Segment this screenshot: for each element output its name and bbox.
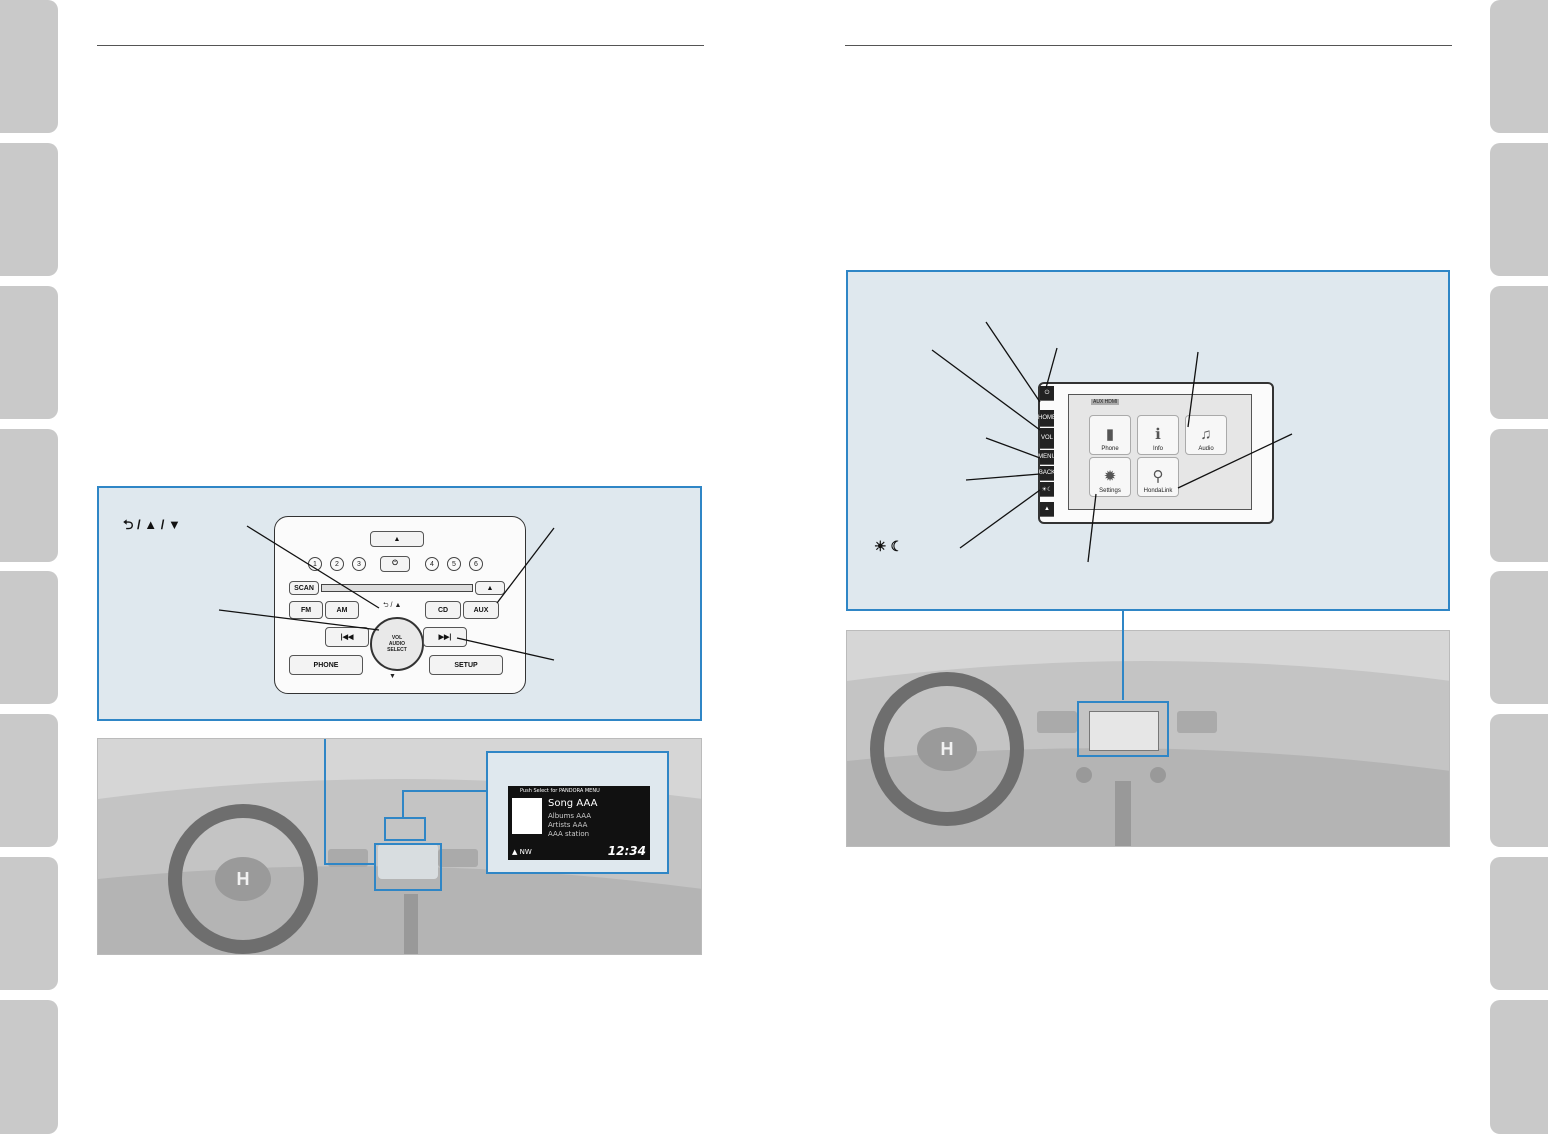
screen-connector bbox=[1122, 611, 1124, 700]
audio-display-screen: Push Select for PANDORA MENU Song AAA Al… bbox=[508, 786, 650, 860]
svg-text:H: H bbox=[941, 739, 954, 759]
screen-highlight bbox=[1077, 701, 1169, 757]
audio-control-panel: ▲ 1 2 3 ⏻ 4 5 6 SCAN ▲ FM AM ⮌ / ▲ CD AU… bbox=[274, 516, 526, 694]
artist-name: Artists AAA bbox=[548, 821, 588, 829]
svg-text:H: H bbox=[237, 869, 250, 889]
audio-panel-callout: ⮌ / ▲ / ▼ ▲ 1 2 3 ⏻ 4 5 6 SCAN ▲ FM AM ⮌… bbox=[97, 486, 702, 721]
section-tab[interactable] bbox=[0, 571, 58, 704]
menu-side-button[interactable]: MENU bbox=[1038, 450, 1056, 465]
home-side-button[interactable]: HOME bbox=[1038, 410, 1056, 427]
section-tab[interactable] bbox=[1490, 857, 1548, 990]
down-button[interactable]: ▼ bbox=[389, 673, 396, 680]
power-side-button[interactable]: ⏻ bbox=[1040, 386, 1054, 401]
section-tab[interactable] bbox=[1490, 143, 1548, 276]
center-panel-highlight bbox=[374, 843, 442, 891]
am-button[interactable]: AM bbox=[325, 601, 359, 619]
section-tab[interactable] bbox=[0, 0, 58, 133]
display-header: Push Select for PANDORA MENU bbox=[520, 788, 600, 794]
clock-readout: 12:34 bbox=[607, 844, 646, 858]
section-tab[interactable] bbox=[0, 429, 58, 562]
power-button[interactable]: ⏻ bbox=[380, 556, 410, 572]
preset-4-button[interactable]: 4 bbox=[425, 557, 439, 571]
scan-button[interactable]: SCAN bbox=[289, 581, 319, 595]
section-tab[interactable] bbox=[0, 143, 58, 276]
dashboard-illustration: H bbox=[847, 631, 1449, 846]
section-tab[interactable] bbox=[0, 286, 58, 419]
music-icon: ♫ bbox=[1200, 426, 1212, 443]
dashboard-photo-right: H bbox=[846, 630, 1450, 847]
fm-button[interactable]: FM bbox=[289, 601, 323, 619]
section-tab[interactable] bbox=[0, 714, 58, 847]
eject-button[interactable]: ▲ bbox=[370, 531, 424, 547]
eject-side-button[interactable]: ▲ bbox=[1040, 502, 1054, 517]
preset-6-button[interactable]: 6 bbox=[469, 557, 483, 571]
skip-back-button[interactable]: |◀◀ bbox=[325, 627, 369, 647]
left-header-rule bbox=[97, 45, 704, 46]
aux-button[interactable]: AUX bbox=[463, 601, 499, 619]
gear-icon: ✹ bbox=[1103, 468, 1117, 485]
touchscreen-unit: ⏻ HOME VOL MENU BACK ☀☾ ▲ AUX HDMI ▮ Phon… bbox=[1038, 382, 1274, 524]
tile-label: Audio bbox=[1198, 446, 1214, 452]
cd-button[interactable]: CD bbox=[425, 601, 461, 619]
display-highlight bbox=[384, 817, 426, 841]
back-arrows-label: ⮌ / ▲ / ▼ bbox=[123, 517, 181, 532]
song-title: Song AAA bbox=[548, 798, 598, 809]
section-tab[interactable] bbox=[1490, 571, 1548, 704]
disc-eject-button[interactable]: ▲ bbox=[475, 581, 505, 595]
photo-connector bbox=[324, 739, 486, 865]
day-night-label: ☀ ☾ bbox=[874, 538, 903, 554]
section-tab[interactable] bbox=[0, 1000, 58, 1134]
back-up-button-label[interactable]: ⮌ / ▲ bbox=[383, 602, 402, 609]
phone-tile[interactable]: ▮ Phone bbox=[1089, 415, 1131, 455]
phone-button[interactable]: PHONE bbox=[289, 655, 363, 675]
volume-side-button[interactable]: VOL bbox=[1040, 428, 1054, 449]
audio-leader-lines bbox=[218, 525, 555, 661]
dashboard-photo-left: H Push Select for PANDORA MENU Song AAA … bbox=[97, 738, 702, 955]
screen-miniature bbox=[1089, 711, 1159, 751]
station-name: AAA station bbox=[548, 830, 590, 838]
section-tab[interactable] bbox=[1490, 0, 1548, 133]
album-name: Albums AAA bbox=[548, 812, 592, 820]
right-header-rule bbox=[845, 45, 1452, 46]
hondalink-tile[interactable]: ⚲ HondaLink bbox=[1137, 457, 1179, 497]
touchscreen-callout: ☀ ☾ ⏻ HOME VOL MENU BACK ☀☾ ▲ AUX HDMI ▮… bbox=[846, 270, 1450, 611]
preset-2-button[interactable]: 2 bbox=[330, 557, 344, 571]
tile-label: Info bbox=[1152, 446, 1163, 452]
section-tab[interactable] bbox=[1490, 286, 1548, 419]
info-icon: ℹ bbox=[1155, 426, 1161, 443]
audio-tile[interactable]: ♫ Audio bbox=[1185, 415, 1227, 455]
setup-button[interactable]: SETUP bbox=[429, 655, 503, 675]
section-tab[interactable] bbox=[1490, 1000, 1548, 1134]
back-side-button[interactable]: BACK bbox=[1039, 466, 1055, 481]
tile-label: Settings bbox=[1099, 488, 1121, 494]
preset-3-button[interactable]: 3 bbox=[352, 557, 366, 571]
section-tab[interactable] bbox=[0, 857, 58, 990]
tile-label: HondaLink bbox=[1143, 488, 1173, 494]
settings-tile[interactable]: ✹ Settings bbox=[1089, 457, 1131, 497]
disc-slot bbox=[321, 584, 473, 592]
knob-label: VOL AUDIO SELECT bbox=[387, 635, 407, 653]
tile-label: Phone bbox=[1101, 446, 1119, 452]
compass-readout: ▲ NW bbox=[512, 848, 532, 856]
section-tab[interactable] bbox=[1490, 429, 1548, 562]
link-icon: ⚲ bbox=[1152, 468, 1164, 485]
preset-5-button[interactable]: 5 bbox=[447, 557, 461, 571]
touchscreen-leader-lines bbox=[931, 321, 1293, 563]
section-tab[interactable] bbox=[1490, 714, 1548, 847]
day-night-side-button[interactable]: ☀☾ bbox=[1040, 482, 1054, 497]
skip-forward-button[interactable]: ▶▶| bbox=[423, 627, 467, 647]
phone-icon: ▮ bbox=[1105, 426, 1115, 443]
source-label: AUX HDMI bbox=[1091, 399, 1120, 405]
display-callout: Push Select for PANDORA MENU Song AAA Al… bbox=[486, 751, 669, 874]
album-art bbox=[512, 798, 542, 834]
